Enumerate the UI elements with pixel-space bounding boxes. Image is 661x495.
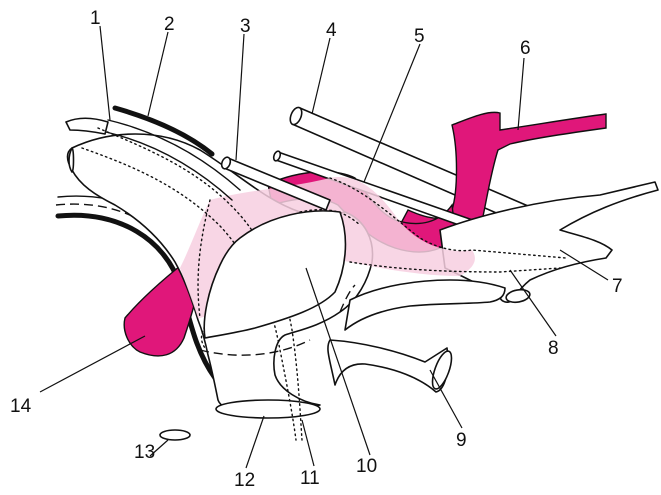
label-7: 7 bbox=[612, 276, 623, 297]
label-11: 11 bbox=[300, 468, 320, 489]
label-4: 4 bbox=[326, 20, 337, 41]
ring-13 bbox=[160, 430, 190, 440]
label-6: 6 bbox=[520, 38, 531, 59]
label-12: 12 bbox=[234, 470, 255, 491]
label-5: 5 bbox=[414, 26, 425, 47]
label-10: 10 bbox=[356, 456, 377, 477]
label-13: 13 bbox=[134, 442, 155, 463]
label-14: 14 bbox=[10, 396, 32, 417]
label-2: 2 bbox=[164, 14, 175, 35]
label-3: 3 bbox=[240, 16, 251, 37]
label-1: 1 bbox=[90, 8, 101, 29]
label-9: 9 bbox=[456, 430, 467, 451]
label-8: 8 bbox=[548, 338, 559, 359]
